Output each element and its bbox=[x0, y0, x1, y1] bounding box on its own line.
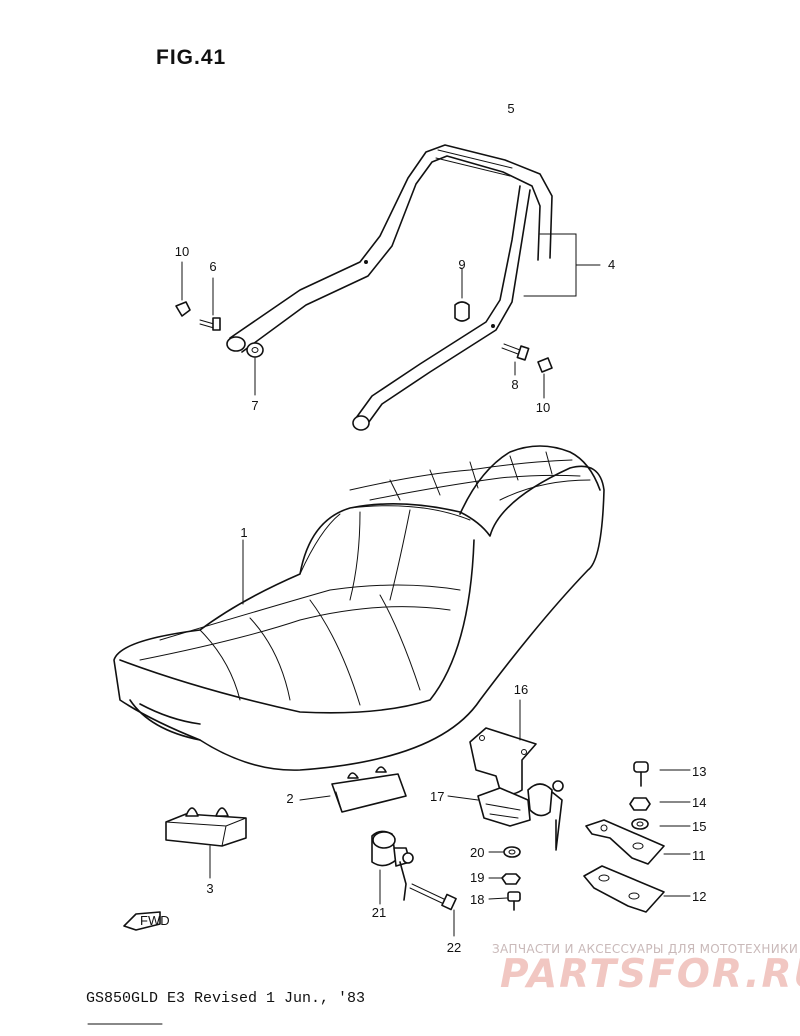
footer-text: GS850GLD E3 Revised 1 Jun., '83 bbox=[86, 990, 366, 1007]
figure-title: FIG.41 bbox=[156, 46, 227, 69]
lock-plate-12 bbox=[583, 865, 665, 913]
grab-rail bbox=[226, 144, 553, 431]
fwd-label: FWD bbox=[140, 913, 170, 928]
callout-6: 6 bbox=[209, 259, 216, 274]
bolt-left bbox=[199, 317, 221, 331]
cap-nut-right bbox=[537, 357, 553, 373]
watermark-logo: PARTSFOR.RU bbox=[500, 952, 800, 997]
cap-nut-left bbox=[175, 301, 191, 317]
callout-9: 9 bbox=[458, 257, 465, 272]
nut-14 bbox=[629, 797, 651, 811]
screw-22 bbox=[409, 883, 457, 911]
watermark-tagline: ЗАПЧАСТИ И АКСЕССУАРЫ ДЛЯ МОТОТЕХНИКИ bbox=[492, 942, 799, 956]
callout-16: 16 bbox=[514, 682, 528, 697]
callout-10-right: 10 bbox=[536, 400, 550, 415]
rail-cushion bbox=[454, 301, 470, 322]
callout-5: 5 bbox=[507, 101, 514, 116]
callout-22: 22 bbox=[447, 940, 461, 955]
callout-12: 12 bbox=[692, 889, 706, 904]
callout-20: 20 bbox=[470, 845, 484, 860]
seat-damper-3 bbox=[165, 807, 247, 847]
callout-1: 1 bbox=[240, 525, 247, 540]
washer-20 bbox=[503, 846, 521, 858]
callout-18: 18 bbox=[470, 892, 484, 907]
callout-13: 13 bbox=[692, 764, 706, 779]
callout-17: 17 bbox=[430, 789, 444, 804]
callout-21: 21 bbox=[372, 905, 386, 920]
bolt-right bbox=[501, 343, 530, 361]
washer-15 bbox=[631, 818, 649, 830]
callout-11: 11 bbox=[692, 848, 706, 863]
nut-19 bbox=[501, 873, 521, 885]
callout-10-left: 10 bbox=[175, 244, 189, 259]
lock-cylinder-21 bbox=[371, 830, 414, 901]
bolt-18 bbox=[507, 891, 521, 911]
callout-bracket-4 bbox=[523, 233, 601, 297]
seat-lock bbox=[477, 780, 564, 851]
callout-8: 8 bbox=[511, 377, 518, 392]
callout-15: 15 bbox=[692, 819, 706, 834]
seat-damper-2 bbox=[331, 766, 407, 813]
callout-7: 7 bbox=[251, 398, 258, 413]
washer-left bbox=[246, 342, 264, 358]
lock-bracket bbox=[469, 727, 537, 795]
lock-plate-11 bbox=[585, 819, 665, 865]
callout-14: 14 bbox=[692, 795, 706, 810]
callout-19: 19 bbox=[470, 870, 484, 885]
bolt-13 bbox=[633, 761, 649, 787]
callout-3: 3 bbox=[206, 881, 213, 896]
fwd-arrow: FWD bbox=[123, 911, 170, 931]
seat bbox=[113, 445, 605, 771]
callout-2: 2 bbox=[286, 791, 293, 806]
callout-4: 4 bbox=[608, 257, 615, 272]
